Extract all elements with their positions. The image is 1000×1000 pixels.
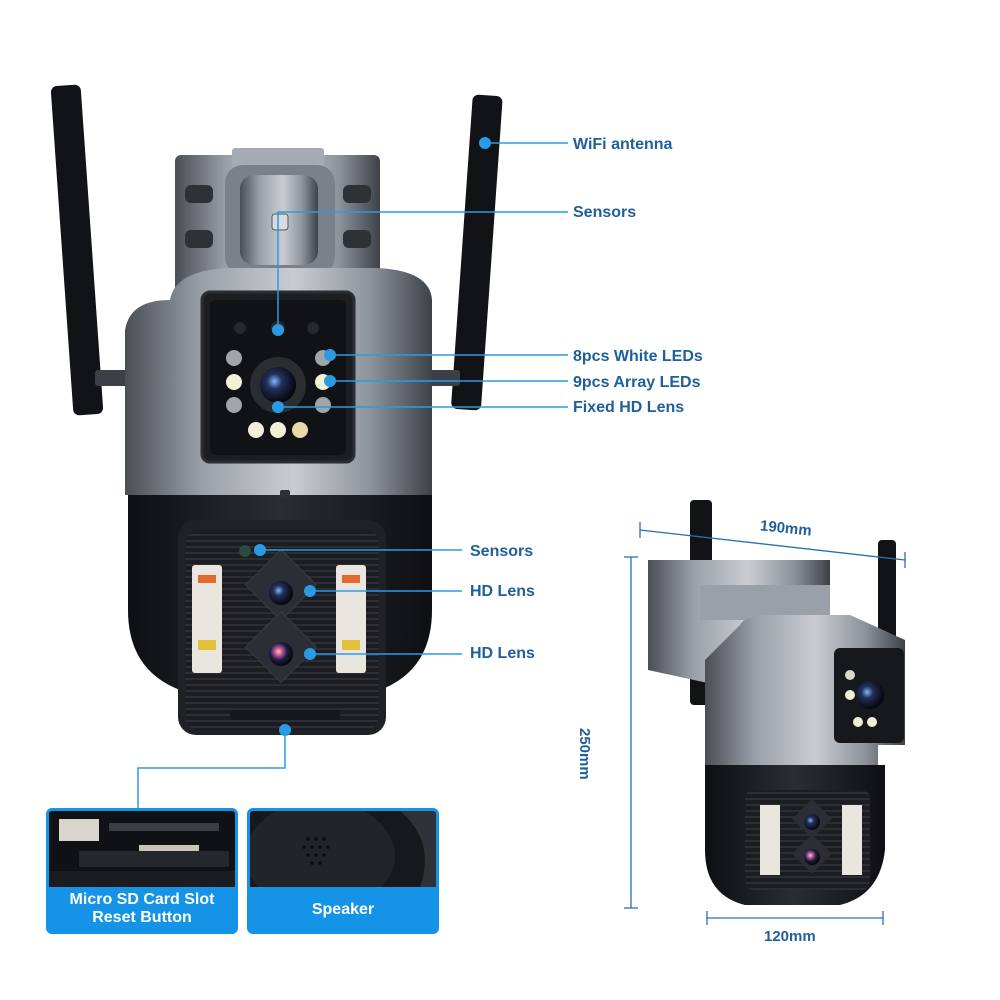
sd-card-caption: Micro SD Card Slot Reset Button [49, 891, 235, 927]
sd-card-caption-line1: Micro SD Card Slot [69, 891, 215, 908]
dimension-lines [624, 522, 906, 925]
speaker-caption: Speaker [311, 901, 375, 918]
side-view-camera [648, 500, 905, 905]
dimension-height: 250mm [576, 728, 593, 780]
label-array-leds: 9pcs Array LEDs [573, 374, 701, 391]
card-speaker: Speaker [247, 808, 439, 934]
card-sd-slot: Micro SD Card Slot Reset Button [46, 808, 238, 934]
antenna-left [50, 84, 135, 416]
sd-slot-photo [49, 811, 235, 887]
label-wifi-antenna: WiFi antenna [573, 136, 673, 153]
dimension-depth: 120mm [764, 928, 816, 945]
label-sensors-bottom: Sensors [470, 543, 534, 560]
label-hd-lens-1: HD Lens [470, 583, 535, 600]
upper-housing [125, 268, 432, 495]
callout-lines [137, 142, 568, 808]
sd-card-caption-line2: Reset Button [92, 909, 192, 926]
lower-dome [128, 490, 432, 735]
label-fixed-hd-lens: Fixed HD Lens [573, 399, 685, 416]
label-hd-lens-2: HD Lens [470, 645, 535, 662]
label-white-leds: 8pcs White LEDs [573, 348, 703, 365]
callout-dots [254, 137, 491, 736]
speaker-photo [250, 811, 436, 887]
label-sensors-top: Sensors [573, 204, 637, 221]
